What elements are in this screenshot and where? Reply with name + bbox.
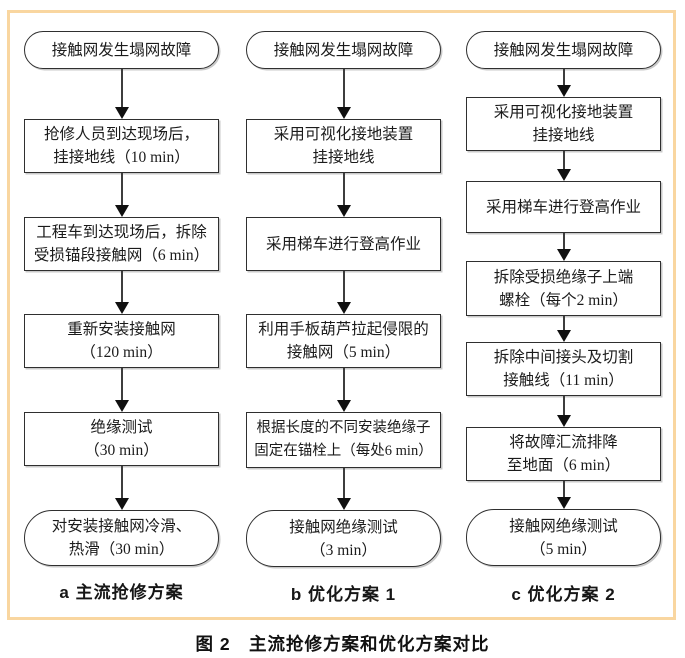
node-c4-remove-insulator-bolts: 拆除受损绝缘子上端 螺栓（每个2 min）	[466, 261, 661, 316]
node-text-line: 固定在锚栓上（每处6 min）	[254, 443, 433, 459]
flow-arrow	[556, 396, 572, 427]
node-b4-chain-hoist-lift: 利用手板葫芦拉起侵限的 接触网（5 min）	[246, 314, 441, 368]
flow-arrow	[556, 481, 572, 509]
node-text-line: （120 min）	[80, 344, 163, 361]
column-b-label: b 优化方案 1	[290, 585, 397, 604]
flow-arrow	[114, 466, 130, 510]
node-text-line: 接触线（11 min）	[503, 372, 624, 389]
node-text-line: 接触网发生塌网故障	[273, 41, 414, 59]
node-text-line: 利用手板葫芦拉起侵限的	[258, 321, 429, 338]
node-text-line: 拆除中间接头及切割	[493, 349, 634, 366]
flow-arrow	[556, 69, 572, 97]
flow-arrow	[556, 151, 572, 181]
node-text-line: 对安装接触网冷滑、	[51, 518, 192, 535]
node-b6-insulation-test: 接触网绝缘测试 （3 min）	[246, 510, 441, 567]
node-text-line: （5 min）	[530, 540, 597, 558]
flow-arrow	[114, 271, 130, 314]
node-c2-visual-grounding-device: 采用可视化接地装置 挂接地线	[466, 97, 661, 151]
node-a5-insulation-test: 绝缘测试 （30 min）	[24, 412, 219, 466]
node-text-line: 至地面（6 min）	[506, 457, 621, 474]
column-b-optimized-plan-1: 接触网发生塌网故障 采用可视化接地装置 挂接地线 采用梯车进行登高作业 利用手板…	[246, 13, 441, 617]
flow-arrow	[336, 173, 352, 217]
column-a-mainstream-plan: 接触网发生塌网故障 抢修人员到达现场后， 挂接地线（10 min） 工程车到达现…	[24, 13, 219, 617]
node-text-line: 热滑（30 min）	[68, 541, 175, 558]
node-c1-fault-start: 接触网发生塌网故障	[466, 31, 661, 69]
flow-arrow	[336, 368, 352, 412]
flow-arrow	[336, 271, 352, 314]
node-text-line: 绝缘测试	[90, 419, 153, 436]
node-text-line: （3 min）	[310, 541, 377, 559]
node-c7-insulation-test: 接触网绝缘测试 （5 min）	[466, 509, 661, 566]
flow-arrow	[336, 468, 352, 510]
node-c3-ladder-car-climbing: 采用梯车进行登高作业	[466, 181, 661, 233]
node-text-line: （30 min）	[84, 442, 159, 459]
node-text-line: 采用梯车进行登高作业	[265, 235, 421, 253]
node-text-line: 挂接地线	[312, 149, 375, 166]
node-text-line: 挂接地线（10 min）	[53, 149, 190, 166]
flow-arrow	[114, 368, 130, 412]
node-a2-crew-arrive-ground-wire: 抢修人员到达现场后， 挂接地线（10 min）	[24, 119, 219, 173]
column-a-label: a 主流抢修方案	[59, 583, 184, 602]
node-text-line: 接触网（5 min）	[286, 344, 401, 361]
node-b5-install-insulators: 根据长度的不同安装绝缘子 固定在锚栓上（每处6 min）	[246, 412, 441, 468]
node-text-line: 将故障汇流排降	[509, 434, 618, 451]
flow-arrow	[556, 233, 572, 261]
node-text-line: 采用可视化接地装置	[493, 104, 634, 121]
column-c-label: c 优化方案 2	[511, 585, 616, 604]
node-text-line: 采用可视化接地装置	[273, 126, 414, 143]
node-text-line: 接触网发生塌网故障	[493, 41, 634, 59]
node-text-line: 拆除受损绝缘子上端	[493, 268, 634, 286]
flow-arrow	[556, 316, 572, 342]
column-c-optimized-plan-2: 接触网发生塌网故障 采用可视化接地装置 挂接地线 采用梯车进行登高作业 拆除受损…	[466, 13, 661, 617]
flow-arrow	[114, 69, 130, 119]
node-b2-visual-grounding-device: 采用可视化接地装置 挂接地线	[246, 119, 441, 173]
node-text-line: 接触网绝缘测试	[509, 517, 618, 535]
flow-arrow	[336, 69, 352, 119]
node-text-line: 挂接地线	[532, 127, 595, 144]
node-c6-lower-busbar-to-ground: 将故障汇流排降 至地面（6 min）	[466, 427, 661, 481]
node-text-line: 抢修人员到达现场后，	[43, 126, 199, 143]
node-text-line: 采用梯车进行登高作业	[485, 198, 641, 216]
node-text-line: 重新安装接触网	[67, 321, 176, 338]
figure-caption: 图 2 主流抢修方案和优化方案对比	[195, 634, 490, 654]
node-a4-reinstall-catenary: 重新安装接触网 （120 min）	[24, 314, 219, 368]
node-text-line: 根据长度的不同安装绝缘子	[256, 420, 431, 436]
node-c5-remove-joints-cut-wire: 拆除中间接头及切割 接触线（11 min）	[466, 342, 661, 396]
node-text-line: 接触网绝缘测试	[289, 518, 398, 536]
node-b3-ladder-car-climbing: 采用梯车进行登高作业	[246, 217, 441, 271]
node-a1-fault-start: 接触网发生塌网故障	[24, 31, 219, 69]
node-text-line: 工程车到达现场后，拆除	[36, 224, 207, 241]
node-text-line: 接触网发生塌网故障	[51, 41, 192, 59]
node-a6-cold-hot-slide-test: 对安装接触网冷滑、 热滑（30 min）	[24, 510, 219, 566]
node-text-line: 受损锚段接触网（6 min）	[33, 247, 210, 264]
figure-frame: 接触网发生塌网故障 抢修人员到达现场后， 挂接地线（10 min） 工程车到达现…	[7, 10, 676, 620]
flow-arrow	[114, 173, 130, 217]
node-a3-remove-damaged-catenary: 工程车到达现场后，拆除 受损锚段接触网（6 min）	[24, 217, 219, 271]
node-text-line: 螺栓（每个2 min）	[499, 291, 628, 309]
node-b1-fault-start: 接触网发生塌网故障	[246, 31, 441, 69]
